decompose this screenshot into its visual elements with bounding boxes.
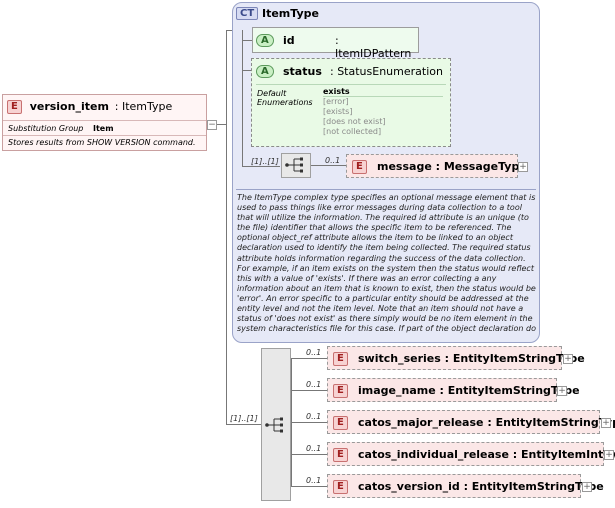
element-badge-icon: E <box>333 352 348 366</box>
expand-icon[interactable]: + <box>557 386 567 396</box>
sequence-box[interactable] <box>261 348 291 501</box>
default-value: exists <box>323 87 350 96</box>
attribute-type: : StatusEnumeration <box>330 65 443 78</box>
root-element-name: version_item <box>29 100 109 113</box>
expand-icon[interactable]: + <box>563 354 573 364</box>
attribute-id[interactable]: A id : ItemIDPattern <box>252 27 419 60</box>
element-catos-major-release[interactable]: E catos_major_release : EntityItemString… <box>327 410 615 434</box>
element-type: : EntityItemIntType <box>512 448 615 461</box>
message-sequence-box[interactable] <box>281 153 311 178</box>
element-connector <box>291 422 327 423</box>
enum-value: [not collected] <box>323 127 382 136</box>
attribute-name: id <box>283 34 295 47</box>
enum-value: [does not exist] <box>323 117 386 126</box>
element-message[interactable]: E message : MessageType <box>346 154 527 178</box>
element-badge-icon: E <box>352 160 367 174</box>
element-badge-icon: E <box>333 384 348 398</box>
sequence-icon <box>285 157 303 173</box>
element-badge-icon: E <box>333 480 348 494</box>
status-connector <box>242 70 251 71</box>
enum-value: [exists] <box>323 107 353 116</box>
expand-icon[interactable]: + <box>604 450 614 460</box>
attribute-badge-icon: A <box>256 65 274 78</box>
attribute-name: status <box>283 65 322 78</box>
element-badge-icon: E <box>7 100 22 114</box>
element-occurrence: 0..1 <box>306 476 322 485</box>
element-type: : MessageType <box>435 160 527 173</box>
root-element-box[interactable]: E version_item : ItemType Substitution G… <box>2 94 207 151</box>
expand-icon[interactable]: + <box>601 418 611 428</box>
seq-connector <box>226 424 262 425</box>
message-occurrence: 0..1 <box>325 156 341 165</box>
substitution-group-label: Substitution Group <box>8 124 84 133</box>
substitution-group-value: Item <box>93 124 114 133</box>
element-connector <box>291 358 327 359</box>
element-catos-version-id[interactable]: E catos_version_id : EntityItemStringTyp… <box>327 474 604 498</box>
element-connector <box>291 390 327 391</box>
root-description: Stores results from SHOW VERSION command… <box>8 138 196 147</box>
element-occurrence: 0..1 <box>306 444 322 453</box>
message-expand-icon[interactable]: + <box>518 162 528 172</box>
element-connector <box>291 486 327 487</box>
element-occurrence: 0..1 <box>306 412 322 421</box>
element-badge-icon: E <box>333 416 348 430</box>
element-name: catos_version_id <box>358 480 460 493</box>
element-badge-icon: E <box>333 448 348 462</box>
element-type: : EntityItemStringType <box>444 352 585 365</box>
attribute-badge-icon: A <box>256 34 274 47</box>
sequence-icon <box>265 417 283 433</box>
element-switch-series[interactable]: E switch_series : EntityItemStringType <box>327 346 585 370</box>
element-catos-individual-release[interactable]: E catos_individual_release : EntityItemI… <box>327 442 615 466</box>
sequence-occurrence: [1]..[1] <box>230 414 258 423</box>
complex-type-documentation: The ItemType complex type specifies an o… <box>237 193 536 333</box>
element-type: : EntityItemStringType <box>439 384 580 397</box>
element-connector <box>291 454 327 455</box>
attribute-status[interactable]: A status : StatusEnumeration Default Enu… <box>251 58 451 147</box>
enum-value: [error] <box>323 97 349 106</box>
element-type: : EntityItemStringType <box>463 480 604 493</box>
tree-trunk <box>226 30 227 425</box>
element-name: image_name <box>358 384 436 397</box>
default-label: Default <box>257 89 287 98</box>
msg-seq-connector <box>242 166 280 167</box>
element-name: message <box>377 160 432 173</box>
element-name: switch_series <box>358 352 441 365</box>
complex-type-name: ItemType <box>262 7 319 20</box>
ct-inner-trunk <box>242 30 243 167</box>
root-expand-icon[interactable]: − <box>207 120 217 130</box>
element-type: : EntityItemStringType <box>487 416 615 429</box>
element-occurrence: 0..1 <box>306 348 322 357</box>
complex-type-badge-icon: CT <box>236 7 259 20</box>
element-name: catos_individual_release <box>358 448 509 461</box>
element-name: catos_major_release <box>358 416 484 429</box>
element-image-name[interactable]: E image_name : EntityItemStringType <box>327 378 580 402</box>
ct-connector <box>226 30 234 31</box>
id-connector <box>242 40 253 41</box>
sequence-occurrence: [1]..[1] <box>251 157 279 166</box>
root-element-type: : ItemType <box>114 100 173 113</box>
attribute-type: : ItemIDPattern <box>335 34 412 60</box>
root-connector-h <box>207 124 227 125</box>
message-connector <box>311 165 346 166</box>
expand-icon[interactable]: + <box>582 482 592 492</box>
enumerations-label: Enumerations <box>257 98 313 107</box>
element-occurrence: 0..1 <box>306 380 322 389</box>
